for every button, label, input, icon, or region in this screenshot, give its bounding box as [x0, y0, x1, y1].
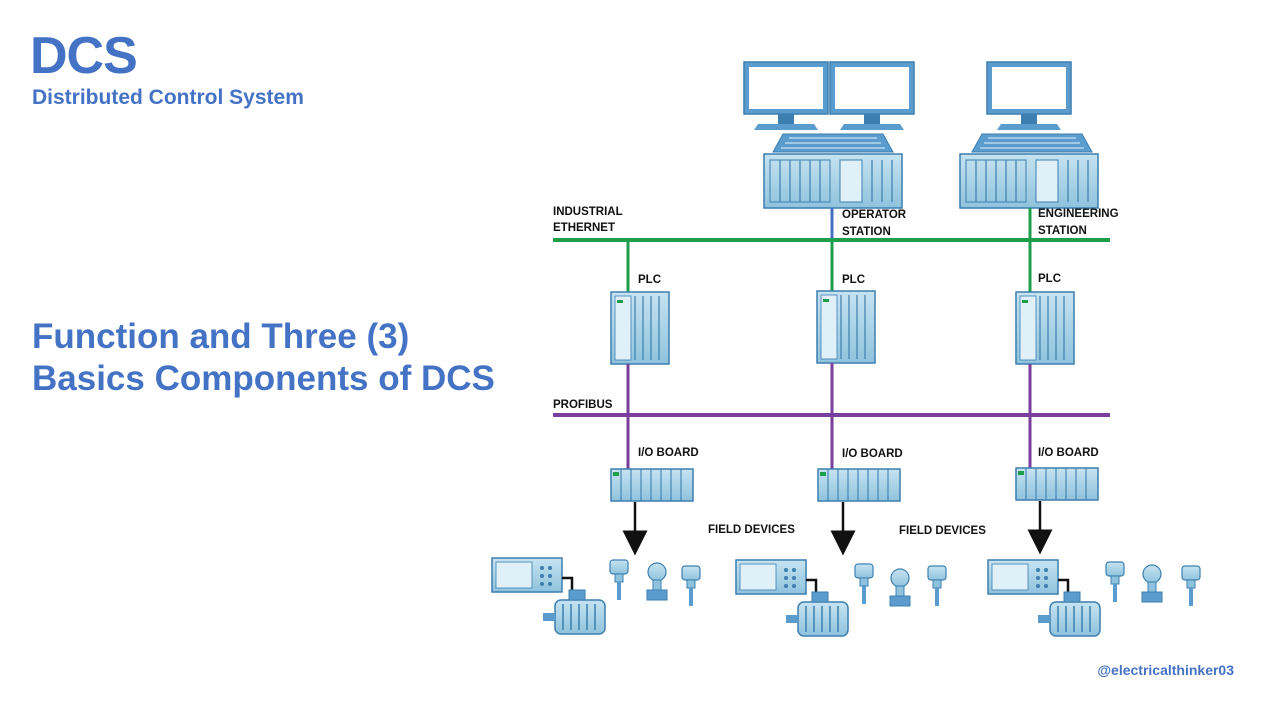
io-board-icon — [1015, 467, 1099, 501]
server-rack-icon — [763, 153, 903, 209]
page-title: DCS — [30, 27, 138, 85]
transmitter-icon — [854, 563, 874, 605]
author-handle: @electricalthinker03 — [1097, 662, 1234, 678]
transmitter-icon — [1141, 564, 1163, 603]
field-devices-label: FIELD DEVICES — [708, 524, 795, 536]
field-device-group — [987, 559, 1201, 637]
transmitter-icon — [681, 565, 701, 607]
operator-station-label: STATION — [842, 226, 891, 238]
plc-icon — [610, 291, 670, 365]
page-subtitle: Distributed Control System — [32, 86, 304, 109]
monitor-icon — [986, 61, 1072, 131]
field-devices-label: FIELD DEVICES — [899, 525, 986, 537]
headline: Function and Three (3) Basics Components… — [32, 316, 495, 400]
keyboard-icon — [772, 133, 894, 153]
monitor-icon — [743, 61, 829, 131]
motor-icon — [785, 591, 849, 637]
plc-label: PLC — [638, 274, 661, 286]
transmitter-icon — [889, 568, 911, 607]
transmitter-icon — [927, 565, 947, 607]
transmitter-icon — [609, 559, 629, 601]
io-board-label: I/O BOARD — [842, 448, 903, 460]
transmitter-icon — [1105, 561, 1125, 603]
profibus-label: PROFIBUS — [553, 399, 613, 411]
io-board-label: I/O BOARD — [638, 447, 699, 459]
ethernet-label: INDUSTRIAL — [553, 206, 623, 218]
transmitter-icon — [646, 562, 668, 601]
io-board-icon — [817, 468, 901, 502]
plc-label: PLC — [1038, 273, 1061, 285]
motor-icon — [542, 589, 606, 635]
drive-icon — [987, 559, 1059, 595]
engineering-station — [959, 61, 1099, 209]
field-device-group — [491, 557, 701, 635]
engineering-station-label: STATION — [1038, 225, 1087, 237]
ethernet-label: ETHERNET — [553, 222, 615, 234]
operator-station — [743, 61, 915, 209]
headline-line-2: Basics Components of DCS — [32, 359, 495, 398]
motor-icon — [1037, 591, 1101, 637]
drive-icon — [491, 557, 563, 593]
headline-line-1: Function and Three (3) — [32, 317, 410, 356]
keyboard-icon — [971, 133, 1093, 153]
plc-icon — [1015, 291, 1075, 365]
plc-icon — [816, 290, 876, 364]
field-device-group — [735, 559, 947, 637]
io-board-icon — [610, 468, 694, 502]
operator-station-label: OPERATOR — [842, 209, 907, 221]
io-board-label: I/O BOARD — [1038, 447, 1099, 459]
transmitter-icon — [1181, 565, 1201, 607]
monitor-icon — [829, 61, 915, 131]
engineering-station-label: ENGINEERING — [1038, 208, 1119, 220]
drive-icon — [735, 559, 807, 595]
server-rack-icon — [959, 153, 1099, 209]
plc-label: PLC — [842, 274, 865, 286]
